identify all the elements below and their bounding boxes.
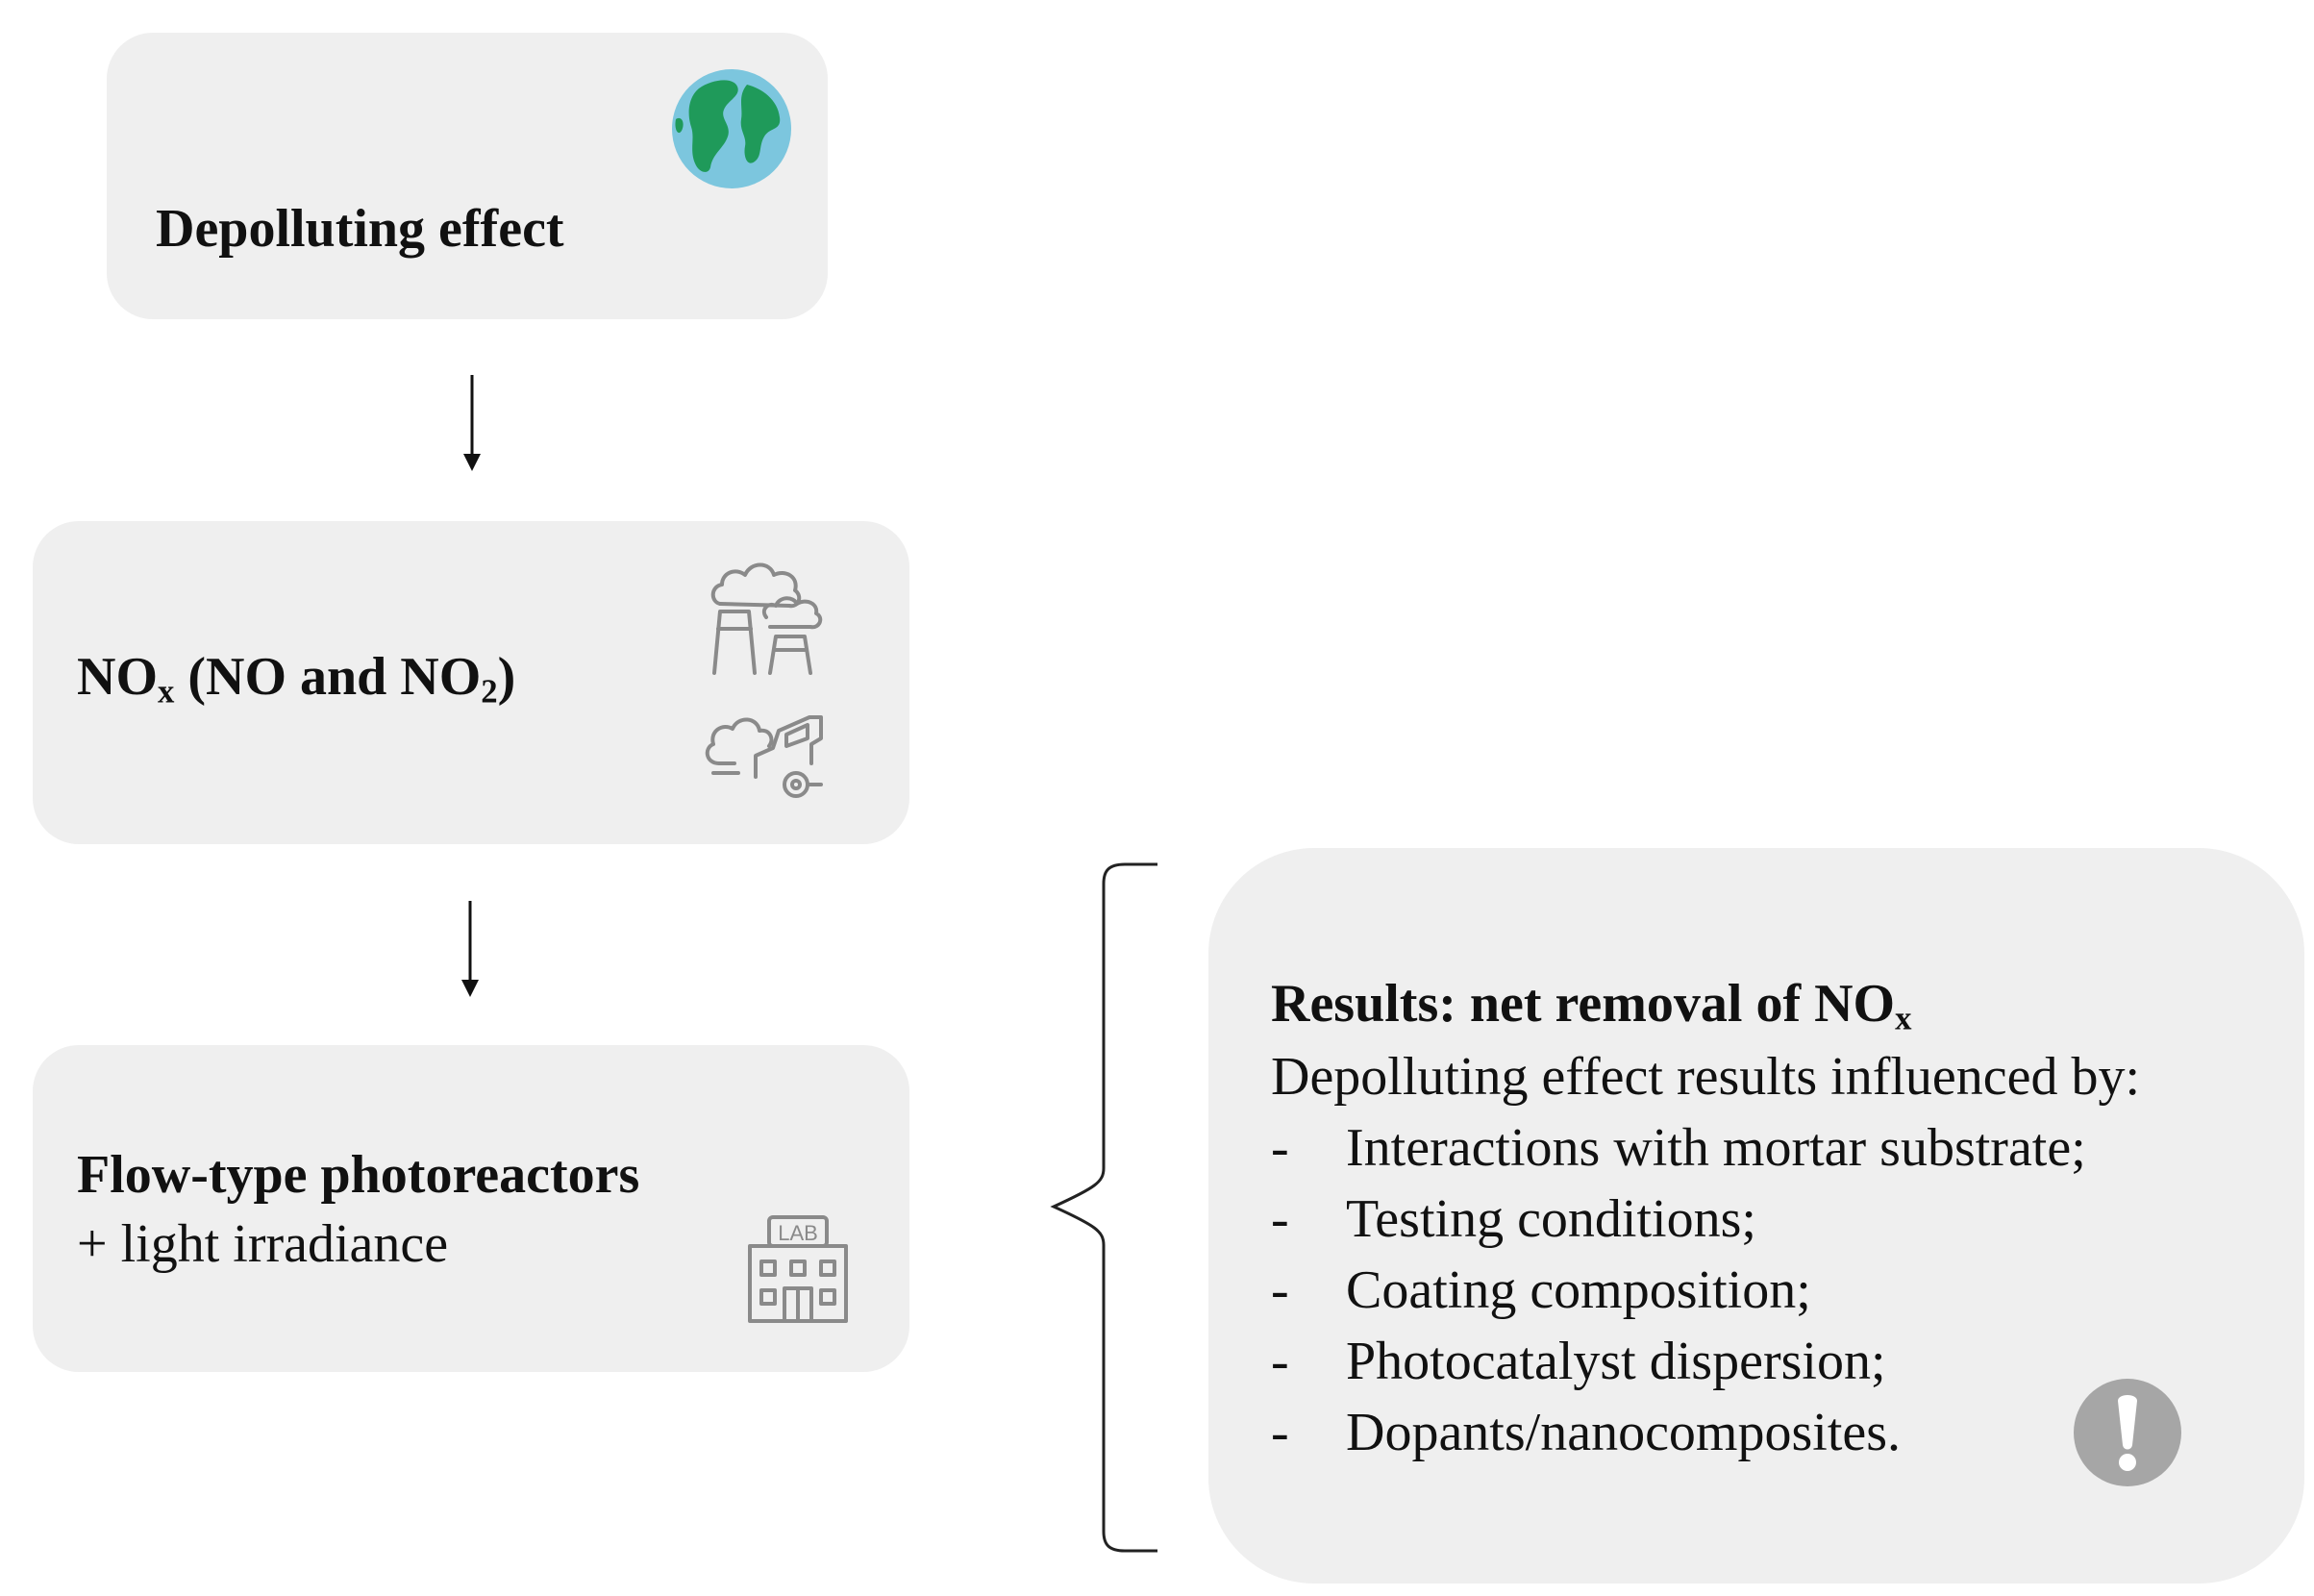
light-irradiance-subtitle: + light irradiance bbox=[77, 1214, 449, 1274]
bullet-dash: - bbox=[1271, 1189, 1289, 1249]
exclamation-icon bbox=[2073, 1378, 2182, 1487]
result-item: -Testing conditions; bbox=[1271, 1188, 1756, 1250]
globe-icon bbox=[670, 67, 793, 190]
results-intro: Depolluting effect results influenced by… bbox=[1271, 1047, 2141, 1107]
arrow-down-2 bbox=[458, 901, 483, 997]
nox-box bbox=[33, 521, 909, 844]
result-item-label: Coating composition; bbox=[1346, 1260, 1811, 1320]
result-item: -Photocatalyst dispersion; bbox=[1271, 1331, 1886, 1392]
curly-brace bbox=[1048, 860, 1163, 1555]
result-item-label: Photocatalyst dispersion; bbox=[1346, 1332, 1886, 1391]
bullet-dash: - bbox=[1271, 1118, 1289, 1178]
arrow-down-1 bbox=[460, 375, 485, 471]
result-item: -Dopants/nanocomposites. bbox=[1271, 1402, 1901, 1463]
result-item: -Interactions with mortar substrate; bbox=[1271, 1117, 2086, 1179]
lab-building-icon: LAB bbox=[746, 1213, 850, 1325]
bullet-dash: - bbox=[1271, 1260, 1289, 1320]
car-exhaust-icon bbox=[700, 710, 834, 798]
flow-photoreactors-title: Flow-type photoreactors bbox=[77, 1145, 640, 1205]
result-item: -Coating composition; bbox=[1271, 1259, 1811, 1321]
factory-smoke-icon bbox=[707, 548, 841, 675]
results-title: Results: net removal of NOx bbox=[1271, 974, 1912, 1037]
depolluting-effect-title: Depolluting effect bbox=[156, 199, 564, 259]
result-item-label: Interactions with mortar substrate; bbox=[1346, 1118, 2086, 1178]
bullet-dash: - bbox=[1271, 1403, 1289, 1462]
lab-label: LAB bbox=[778, 1221, 818, 1245]
flow-photoreactors-box bbox=[33, 1045, 909, 1372]
result-item-label: Dopants/nanocomposites. bbox=[1346, 1403, 1902, 1462]
nox-title: NOx (NO and NO2) bbox=[77, 647, 516, 711]
bullet-dash: - bbox=[1271, 1332, 1289, 1391]
result-item-label: Testing conditions; bbox=[1346, 1189, 1756, 1249]
